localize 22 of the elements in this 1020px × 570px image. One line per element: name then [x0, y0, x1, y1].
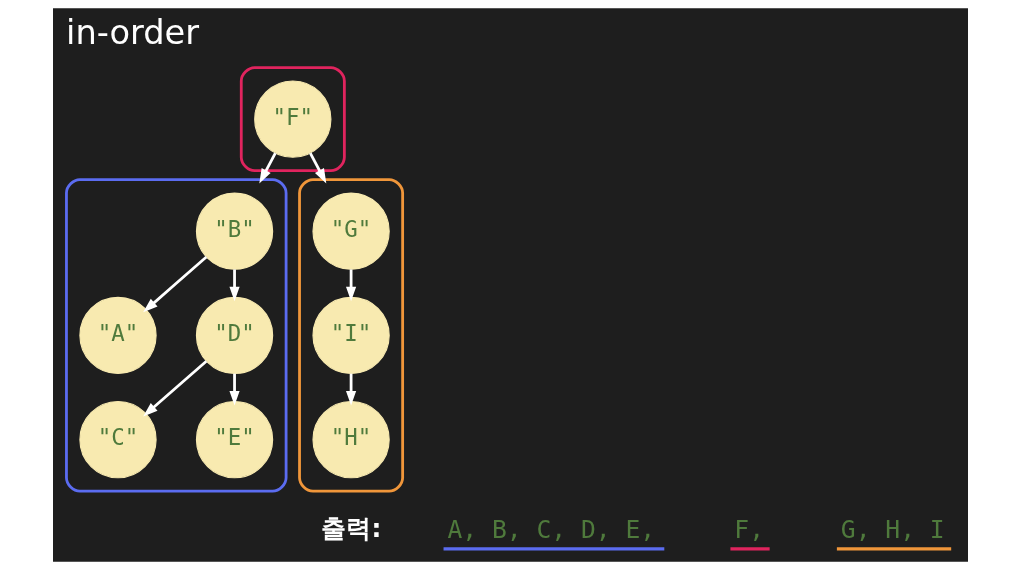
arrow	[228, 373, 240, 406]
node-circle: "B"	[195, 192, 273, 270]
arrow	[142, 360, 207, 417]
label: G, H, I	[840, 514, 945, 544]
arrow	[308, 152, 326, 184]
arrow	[345, 269, 356, 302]
node-circle: "G"	[311, 192, 390, 270]
node-circle: "D"	[195, 296, 273, 375]
label: 출력:	[320, 513, 381, 543]
node-circle: "I"	[311, 296, 390, 375]
label: A, B, C, D, E,	[446, 514, 655, 544]
node-circle: "H"	[311, 401, 390, 479]
cluster	[64, 178, 287, 493]
arrow	[228, 269, 240, 302]
node-circle: "E"	[195, 401, 273, 479]
arrow	[345, 373, 356, 406]
label: F,	[733, 514, 764, 544]
arrow	[258, 152, 277, 184]
cluster	[297, 178, 404, 493]
node-circle: "F"	[253, 80, 331, 158]
diagram-title: in-order	[65, 13, 199, 53]
arrow	[142, 255, 207, 313]
